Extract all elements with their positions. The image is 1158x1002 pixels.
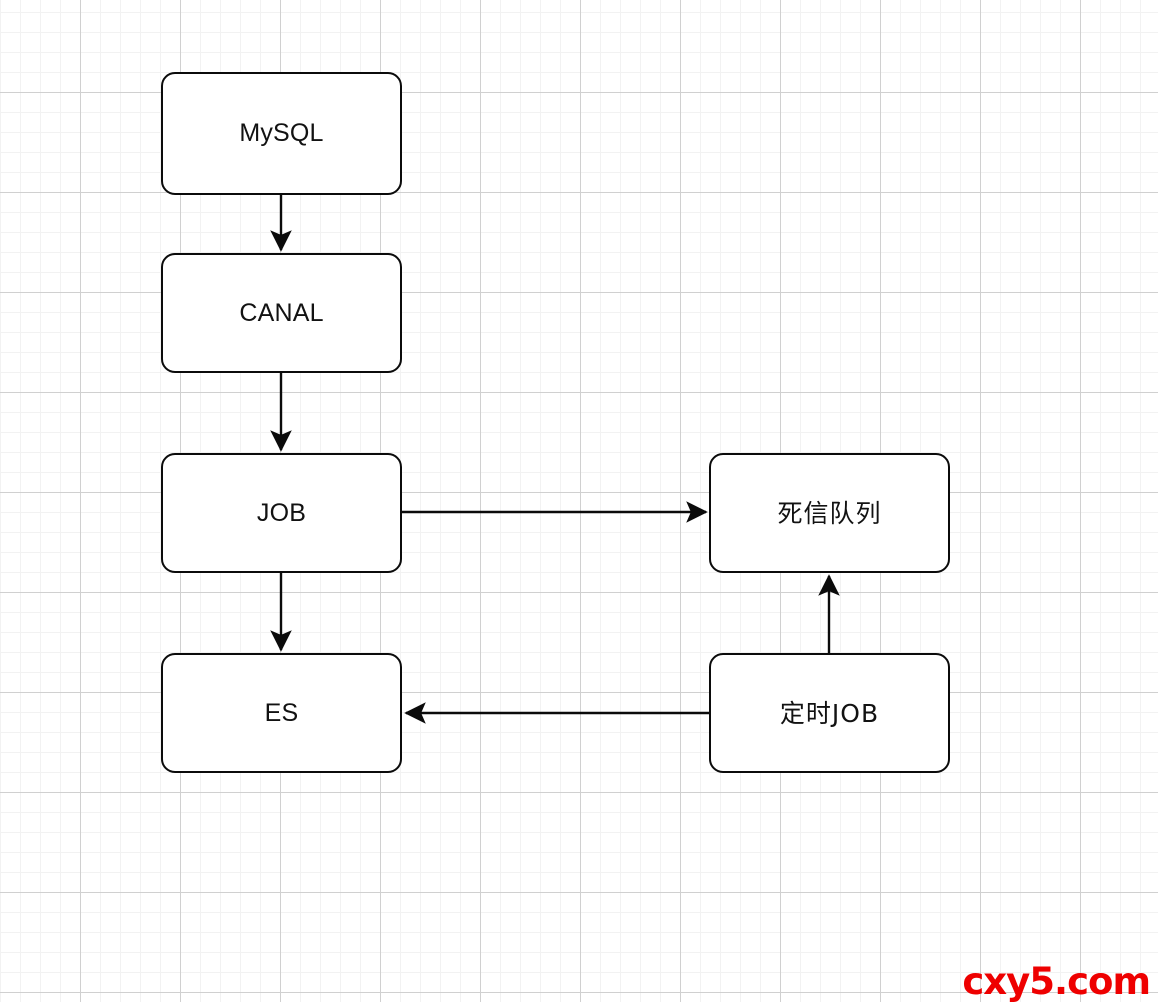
node-canal[interactable]: CANAL: [161, 253, 402, 373]
node-dead-letter-queue-label: 死信队列: [777, 498, 882, 528]
node-job-label: JOB: [256, 498, 307, 527]
node-es[interactable]: ES: [161, 653, 402, 773]
node-job[interactable]: JOB: [161, 453, 402, 573]
node-mysql[interactable]: MySQL: [161, 72, 402, 195]
node-scheduled-job[interactable]: 定时JOB: [709, 653, 950, 773]
node-mysql-label: MySQL: [239, 119, 324, 147]
watermark: cxy5.com: [962, 960, 1151, 1002]
node-dead-letter-queue[interactable]: 死信队列: [709, 453, 950, 573]
node-es-label: ES: [264, 698, 299, 727]
node-canal-label: CANAL: [239, 298, 324, 327]
node-scheduled-job-label: 定时JOB: [779, 698, 880, 728]
